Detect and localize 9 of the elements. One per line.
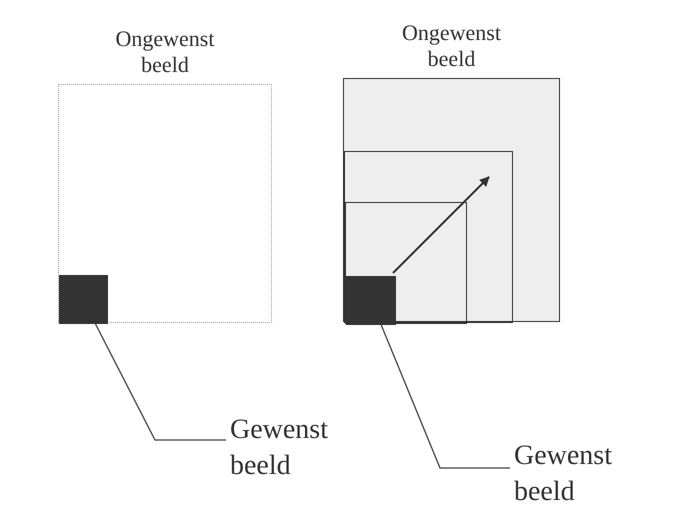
caption-text: Gewenst beeld bbox=[230, 412, 350, 484]
heading: Ongewenst beeld bbox=[114, 26, 216, 78]
leader-line bbox=[94, 322, 226, 441]
square bbox=[346, 276, 396, 325]
heading: Ongewenst beeld bbox=[401, 20, 502, 72]
caption-text: Gewenst beeld bbox=[514, 438, 634, 510]
square bbox=[59, 275, 108, 324]
square bbox=[344, 151, 513, 323]
square bbox=[345, 202, 467, 324]
